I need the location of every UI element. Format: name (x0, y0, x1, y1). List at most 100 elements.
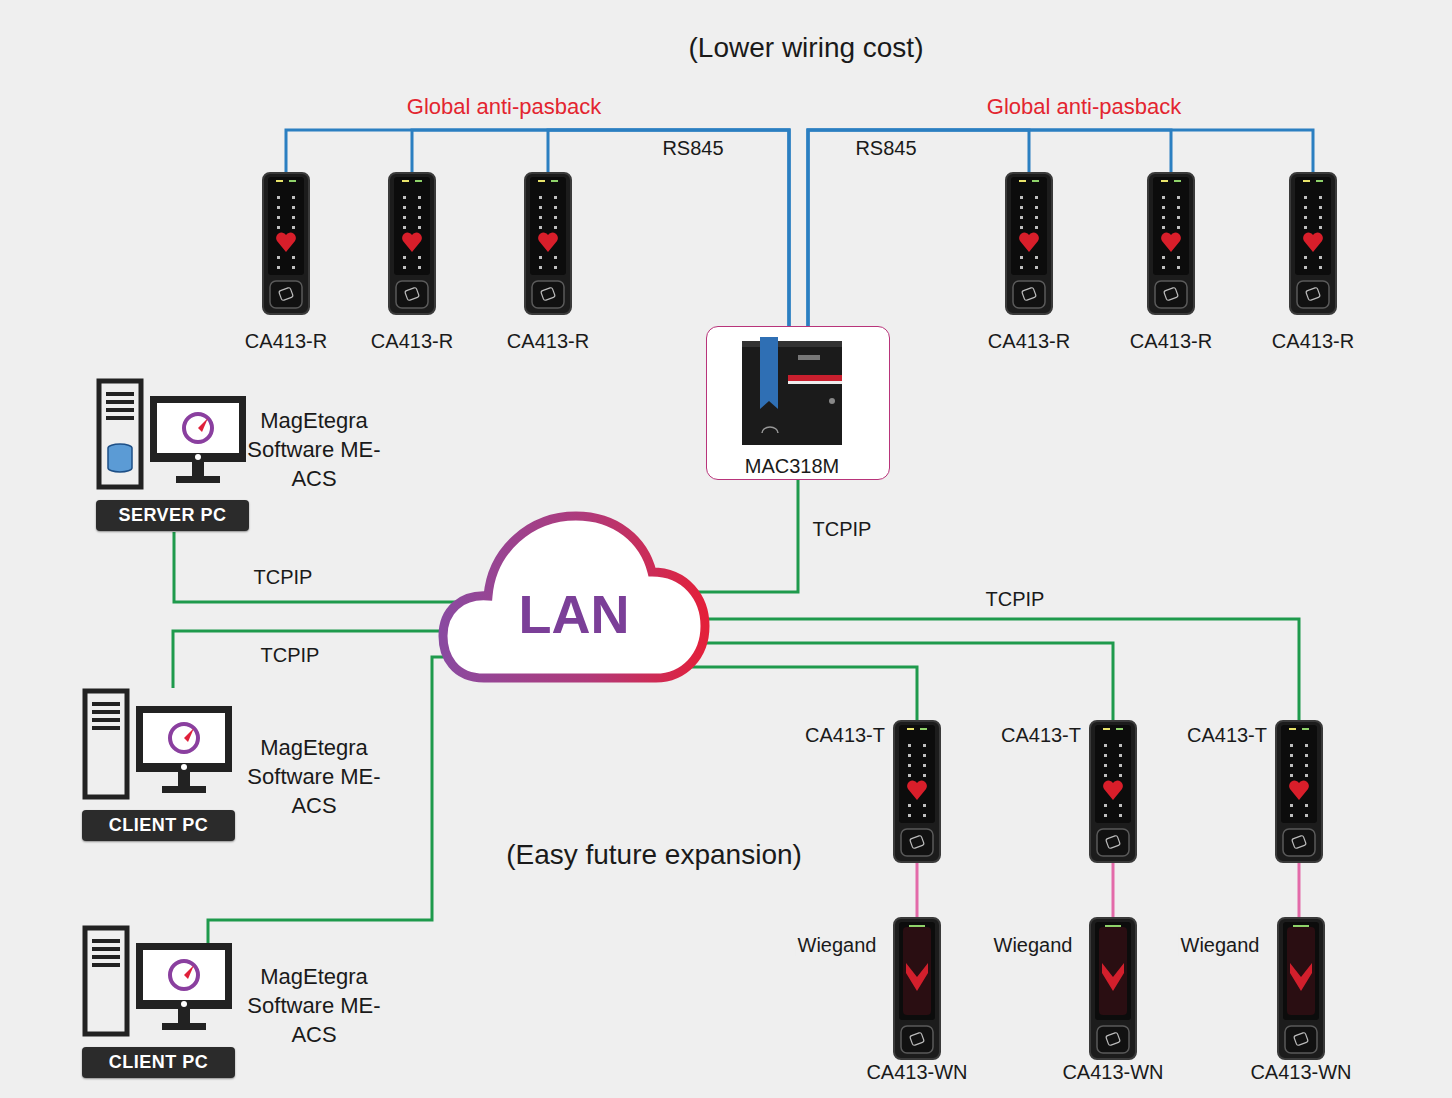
svg-part (1020, 216, 1023, 219)
svg-part (1316, 180, 1323, 182)
svg-part (1302, 728, 1309, 730)
connector (668, 667, 917, 720)
reader-picture (1147, 172, 1195, 315)
svg-part (1020, 266, 1023, 269)
svg-part (742, 341, 842, 347)
svg-part (292, 266, 295, 269)
cloud-label: LAN (438, 584, 710, 644)
svg-part (1292, 835, 1307, 849)
svg-part (108, 444, 132, 472)
svg-part (1290, 814, 1293, 817)
svg-part (742, 341, 842, 445)
svg-part (1089, 917, 1137, 1060)
svg-part (1278, 918, 1324, 1059)
pc-label-box: CLIENT PC (82, 810, 235, 841)
svg-part (1153, 177, 1189, 275)
svg-part (1293, 925, 1309, 927)
svg-part (1106, 835, 1121, 849)
reader-picture (1289, 172, 1337, 315)
reader-node: CA413-R (483, 172, 613, 357)
svg-part (524, 172, 572, 315)
svg-part (1285, 1026, 1317, 1053)
svg-part (394, 177, 430, 275)
device-label: CA413-T (805, 724, 885, 746)
connector (808, 130, 1029, 326)
svg-part (1035, 196, 1038, 199)
connector (808, 130, 1171, 326)
svg-part (1104, 744, 1107, 747)
svg-part (1119, 754, 1122, 757)
connector-label: TCPIP (984, 588, 1047, 610)
svg-part (1319, 216, 1322, 219)
svg-part (1013, 281, 1045, 308)
svg-part (1294, 1032, 1309, 1046)
svg-part (541, 287, 556, 301)
svg-part (136, 943, 232, 1009)
svg-part (1032, 180, 1039, 182)
svg-part (1290, 744, 1293, 747)
svg-part (1277, 917, 1325, 1060)
svg-part (910, 835, 925, 849)
lan-cloud: LAN (438, 510, 710, 686)
server-pc-node: SERVER PCMagEtegra Software ME-ACS (96, 378, 400, 532)
svg-part (1162, 216, 1165, 219)
annotation-label: Global anti-pasback (987, 94, 1181, 120)
svg-part (1020, 206, 1023, 209)
svg-part (292, 226, 295, 229)
svg-part (162, 786, 206, 793)
svg-part (106, 400, 134, 404)
controller-picture (740, 335, 844, 447)
svg-part (1035, 206, 1038, 209)
connector (808, 130, 1313, 326)
svg-part (554, 256, 557, 259)
svg-part (1295, 177, 1331, 275)
svg-part (554, 206, 557, 209)
connector-label: TCPIP (252, 566, 315, 588)
svg-part (403, 226, 406, 229)
connector (1298, 863, 1301, 917)
svg-part (106, 408, 134, 412)
svg-part (908, 764, 911, 767)
device-label: CA413-WN (1048, 1061, 1178, 1083)
svg-part (262, 172, 310, 315)
svg-part (539, 256, 542, 259)
svg-part (92, 939, 120, 943)
svg-part (92, 955, 120, 959)
svg-part (277, 266, 280, 269)
svg-part (1106, 1032, 1121, 1046)
svg-part (418, 226, 421, 229)
svg-part (1305, 754, 1308, 757)
svg-part (1119, 804, 1122, 807)
svg-part (292, 216, 295, 219)
reader-picture (893, 720, 941, 863)
device-label: CA413-R (347, 330, 477, 352)
svg-part (1089, 720, 1137, 863)
svg-part (1020, 256, 1023, 259)
svg-part (1090, 918, 1136, 1059)
svg-part (762, 427, 778, 433)
reader-picture (1005, 172, 1053, 315)
svg-part (276, 233, 296, 252)
svg-part (907, 781, 927, 800)
svg-part (1305, 804, 1308, 807)
svg-part (1019, 233, 1039, 252)
svg-part (1290, 764, 1293, 767)
svg-part (1006, 173, 1052, 314)
svg-part (1177, 266, 1180, 269)
reader-node: CA413-R (347, 172, 477, 357)
svg-part (1148, 173, 1194, 314)
svg-part (1147, 172, 1195, 315)
svg-part (906, 963, 928, 991)
reader-picture (893, 917, 941, 1060)
client-pc-node: CLIENT PCMagEtegra Software ME-ACS (82, 925, 386, 1079)
annotation-label: Global anti-pasback (407, 94, 601, 120)
reader-picture (1275, 720, 1323, 863)
svg-part (908, 754, 911, 757)
svg-part (279, 287, 294, 301)
software-name: MagEtegra Software ME-ACS (246, 733, 382, 820)
svg-part (1103, 728, 1110, 730)
svg-part (554, 266, 557, 269)
svg-part (1119, 814, 1122, 817)
connector (174, 532, 498, 602)
svg-part (1177, 226, 1180, 229)
